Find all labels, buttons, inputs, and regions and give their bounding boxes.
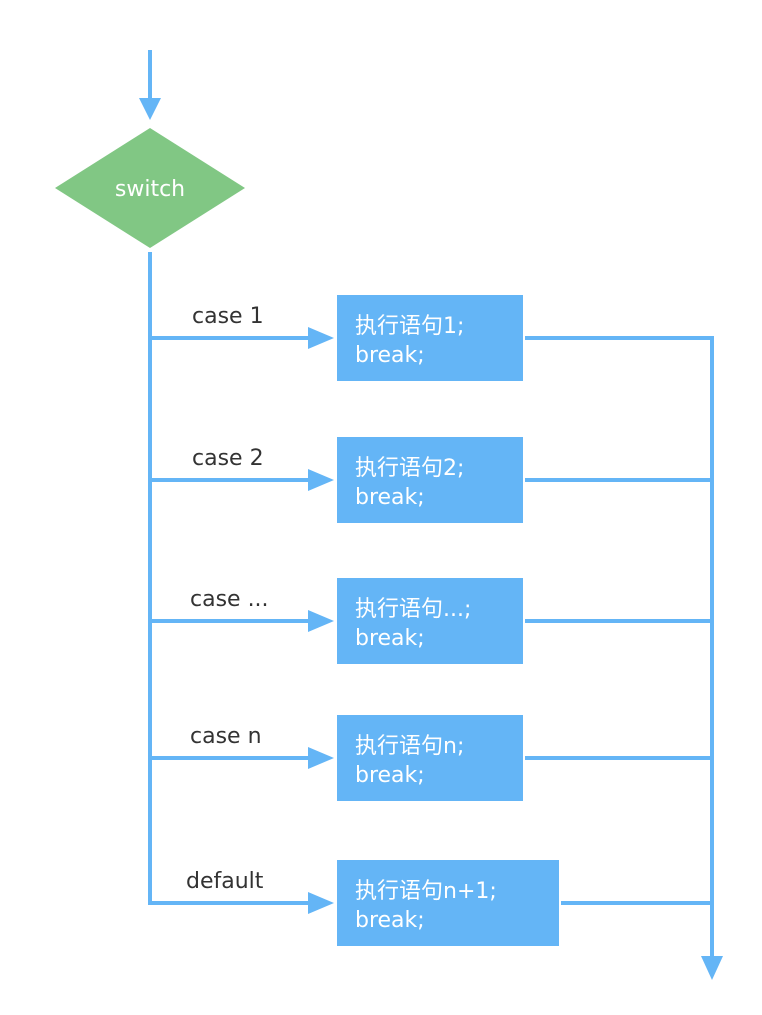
break-text: break; [355,908,425,933]
case-label: case n [190,724,262,749]
break-text: break; [355,626,425,651]
case-branch-1: case 1 执行语句1; break; [150,295,714,381]
case-arrowhead [308,892,334,914]
statement-box [337,578,523,664]
statement-text: 执行语句1; [355,314,464,339]
statement-text: 执行语句2; [355,456,464,481]
case-label: default [186,869,264,894]
case-branch-2: case 2 执行语句2; break; [150,437,714,523]
statement-box [337,295,523,381]
statement-text: 执行语句...; [355,597,471,622]
case-arrowhead [308,610,334,632]
switch-label: switch [115,177,185,202]
statement-text: 执行语句n; [355,734,464,759]
statement-text: 执行语句n+1; [355,879,497,904]
exit-arrowhead [701,956,723,980]
statement-box [337,715,523,801]
case-branch-default: default 执行语句n+1; break; [148,860,714,946]
case-branch-ellipsis: case ... 执行语句...; break; [150,578,714,664]
case-arrowhead [308,327,334,349]
case-label: case ... [190,587,269,612]
switch-diamond [55,128,245,248]
statement-box [337,860,559,946]
case-arrowhead [308,469,334,491]
case-arrowhead [308,747,334,769]
break-text: break; [355,763,425,788]
statement-box [337,437,523,523]
break-text: break; [355,485,425,510]
entry-arrowhead [139,98,161,120]
break-text: break; [355,343,425,368]
case-label: case 1 [192,304,264,329]
case-branch-n: case n 执行语句n; break; [150,715,714,801]
case-label: case 2 [192,446,264,471]
